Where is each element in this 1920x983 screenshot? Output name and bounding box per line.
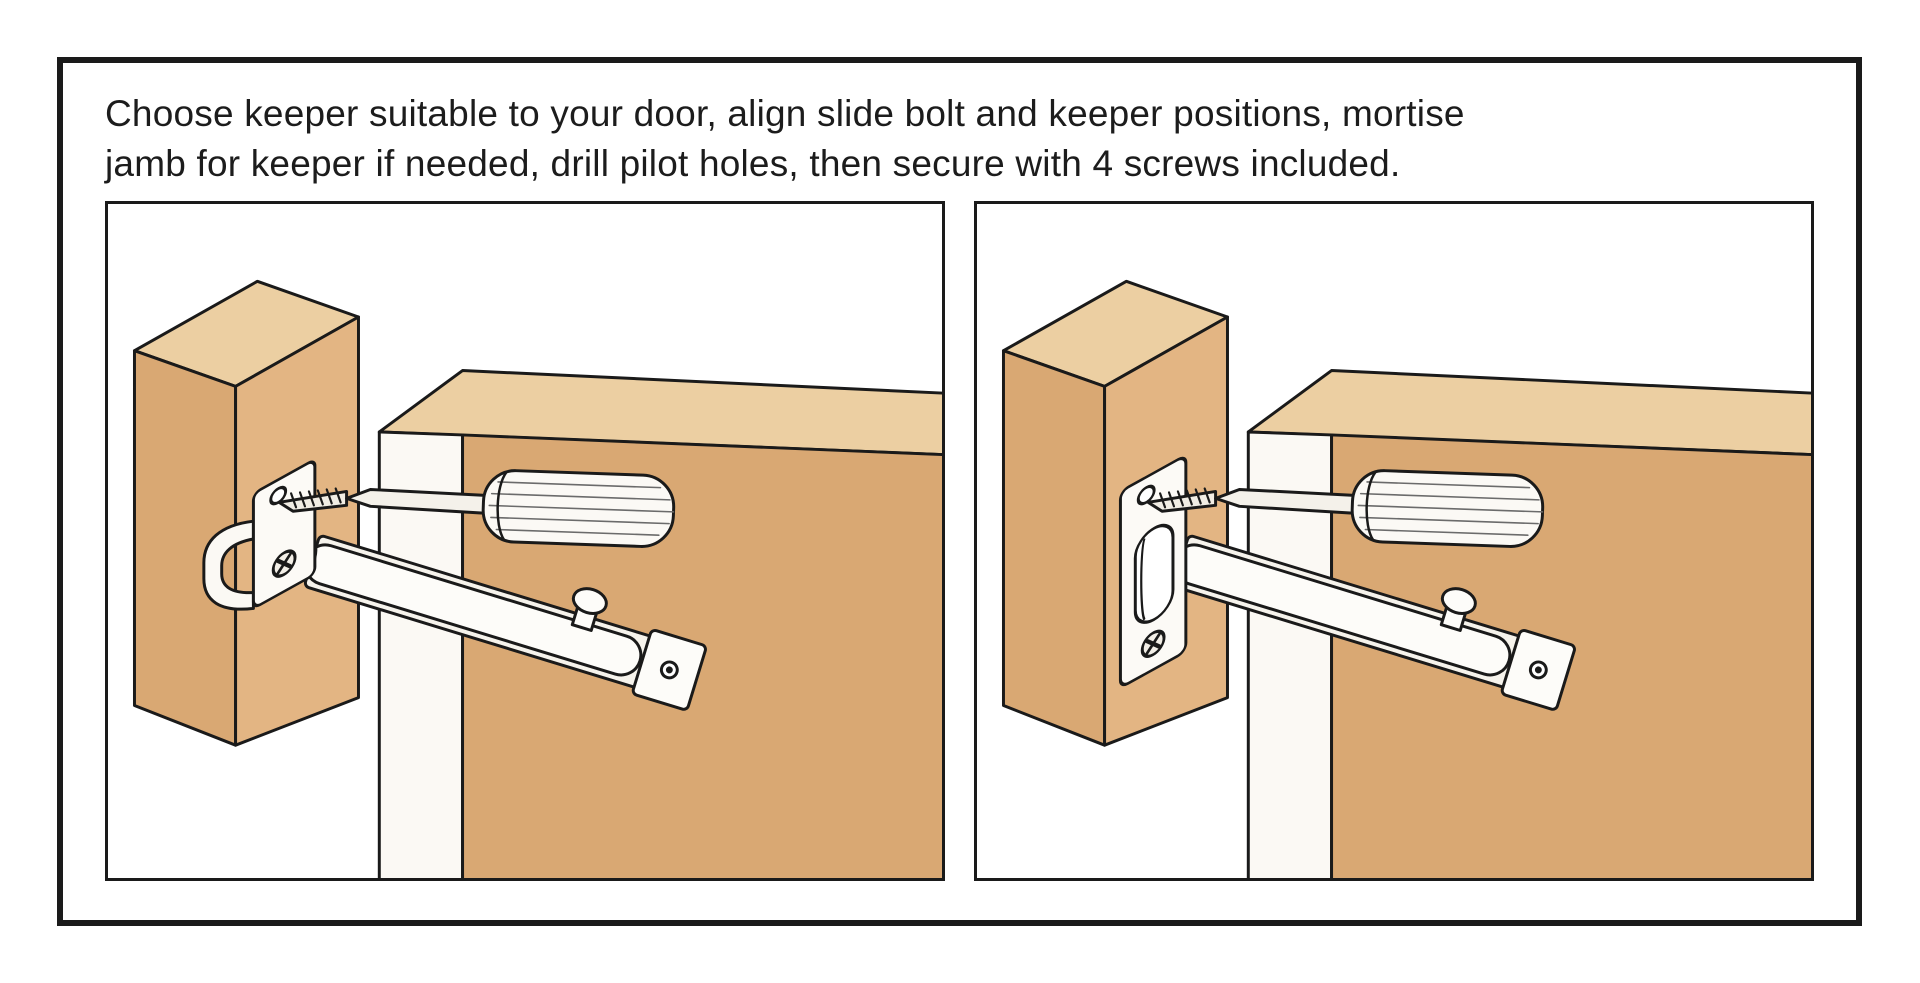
instruction-card: Choose keeper suitable to your door, ali… — [57, 57, 1862, 926]
screwdriver-shaft — [1214, 488, 1356, 515]
door-jamb — [132, 279, 360, 747]
bracket-screw — [1534, 666, 1542, 674]
door-edge-face — [377, 430, 465, 879]
instruction-text: Choose keeper suitable to your door, ali… — [105, 89, 1816, 188]
handle-grooves — [488, 481, 675, 537]
door-jamb — [1001, 279, 1229, 747]
slide-bolt-knob — [571, 587, 608, 616]
panel-mortise-keeper — [974, 201, 1814, 882]
surface-mount-keeper-installation-icon — [132, 279, 942, 879]
mortise-strike-plate-installation-icon — [1001, 279, 1811, 879]
instruction-line-2: jamb for keeper if needed, drill pilot h… — [105, 142, 1401, 184]
slide-bolt-knob — [1440, 587, 1477, 616]
handle-collar — [496, 471, 508, 542]
screw-icon — [1146, 487, 1218, 513]
phillips-cross-icon — [276, 552, 292, 575]
handle-grooves — [1357, 481, 1544, 537]
illustration-panels — [63, 201, 1856, 882]
screw-threads — [289, 487, 342, 509]
slot-depth-line — [1140, 538, 1146, 621]
slide-bolt-icon — [295, 534, 707, 711]
screw-icon — [277, 487, 349, 513]
screwdriver-icon — [1214, 469, 1545, 549]
handle-collar — [1365, 471, 1377, 542]
door-edge-face — [1246, 430, 1334, 879]
screwdriver-icon — [345, 469, 676, 549]
screwdriver-shaft — [345, 488, 487, 515]
screw-threads — [1158, 487, 1211, 509]
bracket-screw — [665, 666, 673, 674]
instruction-line-1: Choose keeper suitable to your door, ali… — [105, 93, 1465, 134]
panel-surface-keeper — [105, 201, 945, 882]
phillips-cross-icon — [1145, 632, 1161, 656]
bolt-slot — [1133, 524, 1175, 625]
keeper-loop — [202, 519, 255, 611]
keeper-screw-hole — [1136, 484, 1156, 506]
mortise-strike-plate-icon — [1118, 456, 1188, 687]
jamb-front-face — [1001, 349, 1107, 747]
